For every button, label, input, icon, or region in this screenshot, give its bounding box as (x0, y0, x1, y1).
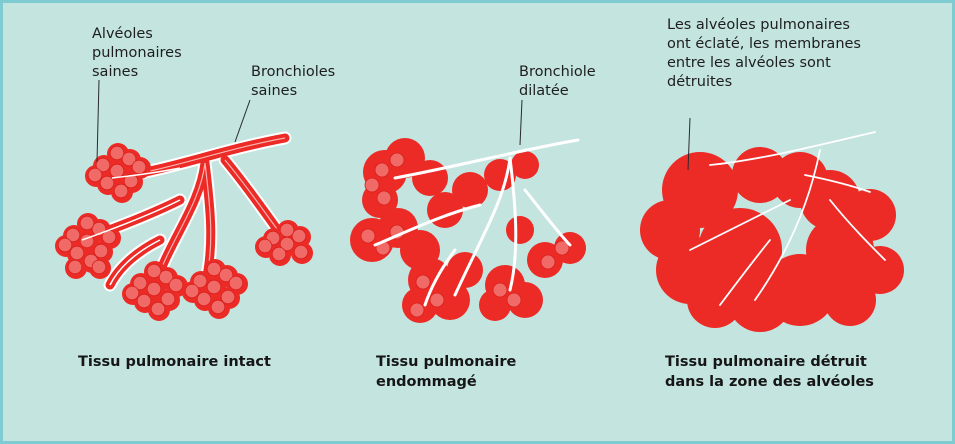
tissue-lobe (452, 172, 488, 208)
tissue-lobe (511, 151, 539, 179)
intact-tissue-drawing (55, 138, 313, 321)
alveolus-highlight (147, 282, 161, 296)
alveolus-highlight (272, 247, 286, 261)
alveolus-highlight (365, 178, 379, 192)
tissue-mass (824, 274, 876, 326)
alveolus-highlight (375, 163, 389, 177)
destroyed-tissue-drawing (640, 132, 904, 332)
alveolus-highlight (169, 278, 183, 292)
alveolus-highlight (292, 229, 306, 243)
tissue-mass (732, 147, 788, 203)
alveolus-highlight (161, 292, 175, 306)
tissue-lobe (447, 252, 483, 288)
alveolus-highlight (70, 246, 84, 260)
alveolus-highlight (361, 229, 375, 243)
alveolus-highlight (110, 164, 124, 178)
label-dilated-bronchiole: Bronchiole dilatée (519, 63, 596, 101)
alveolus-highlight (258, 239, 272, 253)
alveolus-highlight (507, 293, 521, 307)
leader-line (235, 100, 250, 142)
alveolus-highlight (280, 223, 294, 237)
alveolus-highlight (132, 160, 146, 174)
tissue-lobe (412, 160, 448, 196)
alveolus-highlight (493, 283, 507, 297)
alveolus-highlight (185, 284, 199, 298)
label-destroyed-alveoli: Les alvéoles pulmonaires ont éclaté, les… (667, 16, 861, 92)
alveolus-highlight (410, 303, 424, 317)
tissue-mass (844, 189, 896, 241)
alveolus-highlight (390, 153, 404, 167)
alveolus-highlight (416, 275, 430, 289)
alveolus-highlight (221, 290, 235, 304)
alveolus-highlight (377, 191, 391, 205)
alveolus-highlight (207, 280, 221, 294)
alveolus-highlight (110, 146, 124, 160)
alveolus-highlight (211, 300, 225, 314)
label-healthy-bronchioles: Bronchioles saines (251, 63, 335, 101)
alveolus-highlight (541, 255, 555, 269)
alveolus-highlight (137, 294, 151, 308)
alveolus-highlight (197, 292, 211, 306)
alveolus-highlight (80, 216, 94, 230)
caption-intact-tissue: Tissu pulmonaire intact (78, 352, 271, 372)
alveolus-highlight (58, 238, 72, 252)
leader-line (520, 100, 522, 145)
alveolus-highlight (88, 168, 102, 182)
alveolus-highlight (229, 276, 243, 290)
leader-line (97, 80, 99, 162)
alveolus-highlight (114, 184, 128, 198)
alveolus-highlight (68, 260, 82, 274)
alveolus-highlight (294, 245, 308, 259)
damaged-tissue-drawing (350, 138, 586, 323)
alveolus-highlight (100, 176, 114, 190)
alveolus-highlight (151, 302, 165, 316)
alveolus-highlight (94, 244, 108, 258)
tissue-lobe (506, 216, 534, 244)
alveolus-highlight (207, 262, 221, 276)
label-healthy-alveoli: Alvéoles pulmonaires saines (92, 25, 182, 82)
alveolus-highlight (147, 264, 161, 278)
alveolus-highlight (125, 286, 139, 300)
tissue-mass (687, 272, 743, 328)
alveolus-highlight (430, 293, 444, 307)
caption-damaged-tissue: Tissu pulmonaire endommagé (376, 352, 516, 392)
caption-destroyed-tissue: Tissu pulmonaire détruit dans la zone de… (665, 352, 874, 392)
alveolus-highlight (92, 260, 106, 274)
